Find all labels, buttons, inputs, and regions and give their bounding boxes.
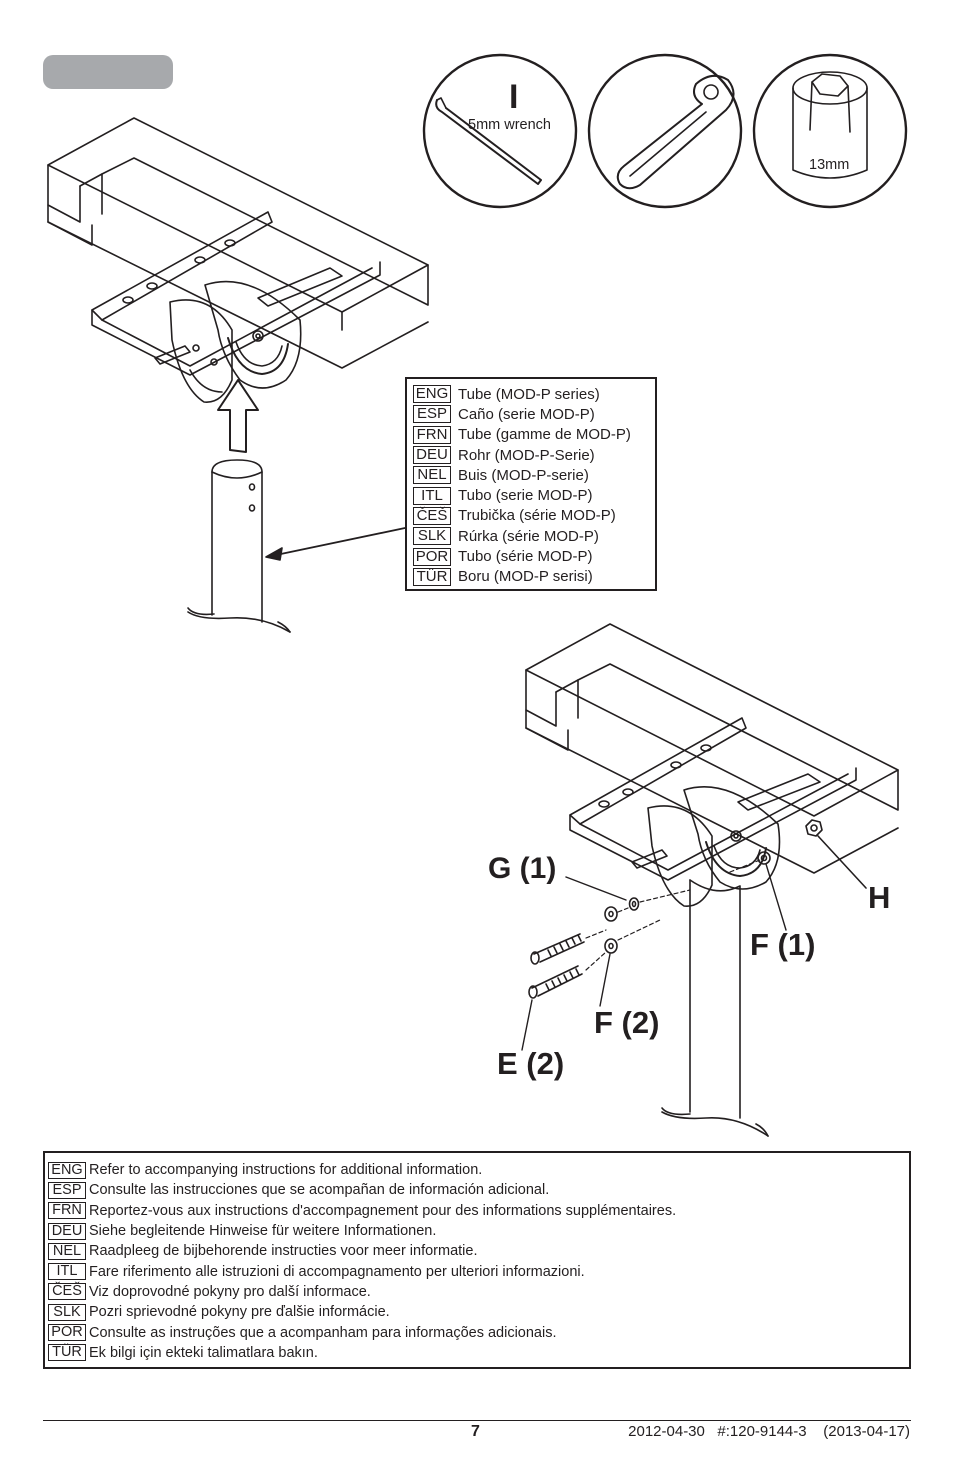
language-code: POR <box>48 1324 86 1342</box>
legend-text: Rúrka (série MOD-P) <box>458 527 599 545</box>
callout-leader-lines <box>521 863 787 1051</box>
step-label-pill <box>43 55 173 89</box>
language-code: POR <box>413 547 451 566</box>
tube-adapter-top <box>169 280 302 403</box>
hardware-washers <box>604 897 640 954</box>
legend-row: ESP Caño (serie MOD-P) <box>413 404 655 424</box>
language-code: NEL <box>413 466 451 485</box>
legend-row: NEL Buis (MOD-P-serie) <box>413 465 655 485</box>
note-text: Consulte las instrucciones que se acompa… <box>89 1182 550 1199</box>
callout-e2: E (2) <box>497 1046 565 1081</box>
ceiling-plate-bottom <box>525 623 899 881</box>
note-text: Pozri sprievodné pokyny pre ďalšie infor… <box>89 1304 390 1321</box>
legend-text: Caño (serie MOD-P) <box>458 405 595 423</box>
legend-text: Buis (MOD-P-serie) <box>458 466 589 484</box>
tube-top <box>187 459 291 633</box>
nut-h <box>805 819 867 889</box>
note-text: Viz doprovodné pokyny pro další informac… <box>89 1283 371 1300</box>
language-code: ENG <box>48 1161 86 1179</box>
assembly-dashed-lines <box>585 859 761 971</box>
legend-row: ITL Tubo (serie MOD-P) <box>413 485 655 505</box>
language-code: ESP <box>413 405 451 424</box>
language-code: DEU <box>413 446 451 465</box>
language-code: NEL <box>48 1242 86 1260</box>
note-text: Ek bilgi için ekteki talimatlara bakın. <box>89 1344 318 1361</box>
footer-divider <box>43 1420 911 1421</box>
legend-text: Tubo (serie MOD-P) <box>458 487 593 505</box>
tool-circle-ratchet <box>587 53 743 209</box>
legend-row: ČEŠ Trubička (série MOD-P) <box>413 506 655 526</box>
legend-row: FRN Tube (gamme de MOD-P) <box>413 425 655 445</box>
tube-legend-box: ENG Tube (MOD-P series) ESP Caño (serie MO… <box>405 377 657 591</box>
language-code: FRN <box>413 425 451 444</box>
socket-size-label: 13mm <box>809 157 850 173</box>
language-code: DEU <box>48 1222 86 1240</box>
language-code: TÜR <box>48 1344 86 1362</box>
hardware-bolts <box>528 933 585 999</box>
legend-row: ENG Tube (MOD-P series) <box>413 384 655 404</box>
language-code: ESP <box>48 1181 86 1199</box>
document-meta: 2012-04-30 #:120-9144-3 (2013-04-17) <box>628 1423 910 1440</box>
legend-text: Boru (MOD-P serisi) <box>458 568 593 586</box>
page-number: 7 <box>471 1423 480 1440</box>
callout-h: H <box>868 880 891 915</box>
note-text: Raadpleeg de bijbehorende instructies vo… <box>89 1243 478 1260</box>
callout-f2: F (2) <box>594 1005 660 1040</box>
insert-direction-arrow <box>217 379 259 453</box>
note-text: Consulte as instruções que a acompanham … <box>89 1324 557 1341</box>
callout-g1: G (1) <box>488 852 557 885</box>
language-code: ČEŠ <box>413 506 451 525</box>
legend-text: Rohr (MOD-P-Serie) <box>458 446 595 464</box>
tool-circle-hex-key <box>422 53 578 209</box>
legend-text: Tube (MOD-P series) <box>458 385 600 403</box>
tube-leader-arrow <box>265 527 406 561</box>
tool-index-letter: I <box>509 78 519 116</box>
tube-bottom <box>661 879 769 1137</box>
legend-row: SLK Rúrka (série MOD-P) <box>413 526 655 546</box>
legend-text: Tube (gamme de MOD-P) <box>458 426 631 444</box>
language-code: ITL <box>48 1263 86 1281</box>
language-code: SLK <box>413 527 451 546</box>
language-code: ČEŠ <box>48 1283 86 1301</box>
legend-text: Trubička (série MOD-P) <box>458 507 616 525</box>
note-text: Refer to accompanying instructions for a… <box>89 1162 483 1179</box>
note-text: Fare riferimento alle istruzioni di acco… <box>89 1263 585 1280</box>
tool-circle-socket <box>752 53 908 209</box>
language-code: ITL <box>413 486 451 505</box>
legend-text: Tubo (série MOD-P) <box>458 548 593 566</box>
wrench-size-label: 5mm wrench <box>468 117 551 133</box>
legend-row: DEU Rohr (MOD-P-Serie) <box>413 445 655 465</box>
language-code: TÜR <box>413 567 451 586</box>
language-code: FRN <box>48 1202 86 1220</box>
legend-row: POR Tubo (série MOD-P) <box>413 546 655 566</box>
language-code: SLK <box>48 1303 86 1321</box>
note-text: Siehe begleitende Hinweise für weitere I… <box>89 1223 437 1240</box>
callout-f1: F (1) <box>750 927 816 962</box>
note-text: Reportez-vous aux instructions d'accompa… <box>89 1202 677 1219</box>
ceiling-plate-top <box>47 117 429 376</box>
language-code: ENG <box>413 385 451 404</box>
legend-row: TÜR Boru (MOD-P serisi) <box>413 567 655 587</box>
